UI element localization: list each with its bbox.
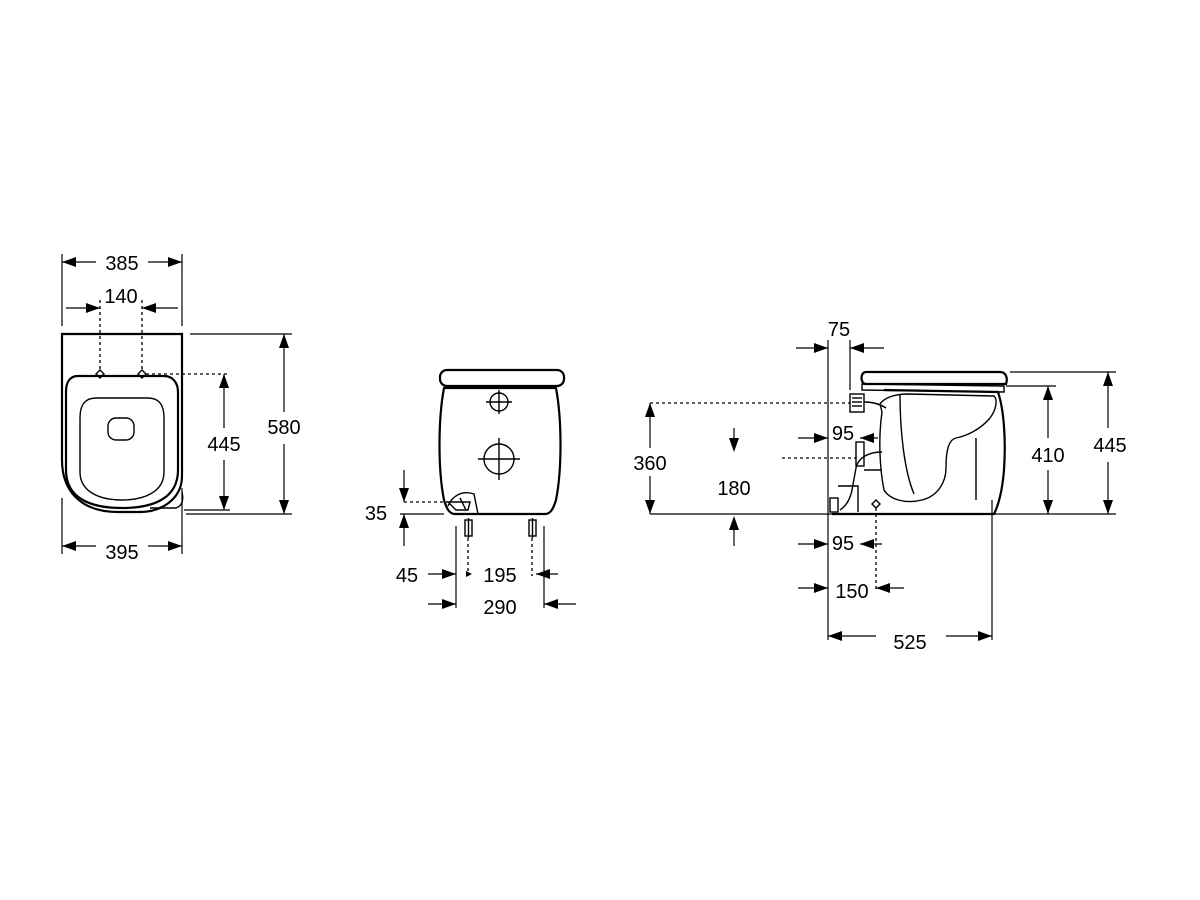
dim-pipe-height: 360 [633,453,666,475]
top-view-flush-outlet [107,417,135,441]
back-view-waste-outlet-mark [478,438,520,480]
dim-rim-height: 410 [1031,445,1064,467]
side-view-inlet-pipe [849,393,887,413]
back-view-small-centre-mark [486,390,512,414]
dim-inlet-offset: 45 [396,565,418,587]
dim-inlet-to-waste: 290 [483,597,516,619]
side-view-pan-body [832,388,1006,516]
dim-overall-width: 385 [105,253,138,275]
dim-fixing-centres: 140 [104,286,137,308]
side-view: 75 360 180 95 95 150 [633,319,1126,654]
side-view-fixing-bracket [829,497,839,513]
dim-waste-height: 180 [717,478,750,500]
back-view-seat-lid [438,368,566,388]
top-view: 385 140 445 580 395 [60,253,301,564]
dim-seat-height: 445 [1093,435,1126,457]
top-view-seat-outline [64,374,180,510]
top-view-bowl-opening [79,397,165,501]
dim-lower-offset: 95 [832,533,854,555]
side-view-waste-trap [839,451,883,511]
back-view-fixing-bolt-right [528,518,537,538]
dim-overall-depth: 525 [893,632,926,654]
back-view-fixing-bolt-left [464,518,473,538]
back-view-pan-body [438,386,562,516]
back-view: 35 45 195 290 [365,368,576,619]
side-view-inner-bowl [879,393,997,503]
side-view-fixing-point [871,499,881,509]
dim-inlet-height: 35 [365,503,387,525]
dim-overall-length: 580 [267,417,300,439]
fixing-point-left [95,369,105,379]
dim-front-to-fixing: 445 [207,434,240,456]
fixing-point-right [137,369,147,379]
dim-wall-offset: 75 [828,319,850,341]
side-view-seat-lid [860,370,1008,386]
dim-base-width: 395 [105,542,138,564]
dim-upper-offset: 95 [832,423,854,445]
dim-fixing-offset: 150 [835,581,868,603]
top-view-pan-outline [60,332,184,514]
dim-fixing-to-waste: 195 [483,565,516,587]
